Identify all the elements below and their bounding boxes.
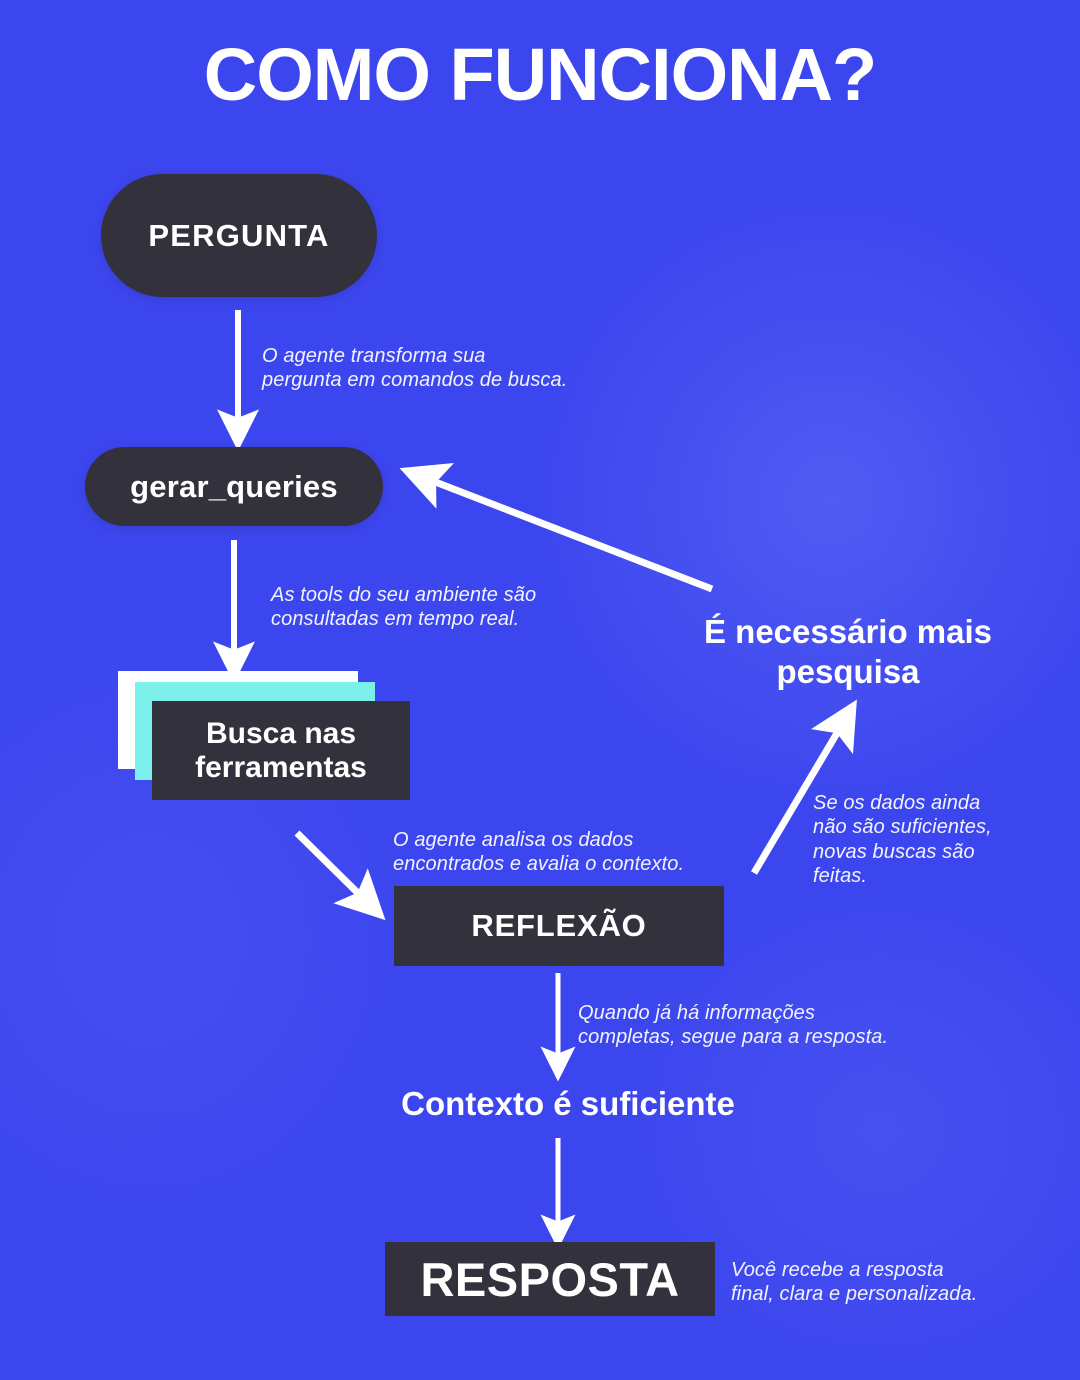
caption-agente-transforma: O agente transforma sua pergunta em coma… [262, 344, 662, 393]
node-pergunta[interactable]: PERGUNTA [101, 174, 377, 297]
label-mais-pesquisa-line1: É necessário mais [703, 613, 992, 650]
label-e-necessario-mais-pesquisa: É necessário mais pesquisa [668, 612, 1028, 691]
label-contexto-e-suficiente: Contexto é suficiente [401, 1085, 735, 1122]
caption-novas-buscas: Se os dados ainda não são suficientes, n… [813, 791, 1033, 889]
node-pergunta-label: PERGUNTA [148, 217, 330, 253]
caption-agente-analisa: O agente analisa os dados encontrados e … [393, 828, 753, 877]
arrow-feedback-to-gerar-queries [399, 462, 714, 593]
caption-busca-nova-line2: não são suficientes, [813, 816, 992, 839]
node-resposta-label: RESPOSTA [420, 1252, 680, 1306]
caption-transforma-line1: O agente transforma sua [262, 345, 486, 367]
caption-final-line1: Você recebe a resposta [731, 1259, 944, 1281]
caption-tools-line1: As tools do seu ambiente são [271, 584, 537, 606]
caption-busca-nova-line4: feitas. [813, 865, 868, 888]
node-gerar-queries[interactable]: gerar_queries [85, 447, 383, 526]
caption-transforma-line2: pergunta em comandos de busca. [262, 369, 568, 392]
node-busca-nas-ferramentas[interactable]: Busca nas ferramentas [118, 671, 410, 810]
caption-final-line2: final, clara e personalizada. [731, 1283, 978, 1306]
node-busca-label-line2: ferramentas [195, 750, 367, 784]
caption-resposta-final: Você recebe a resposta final, clara e pe… [731, 1258, 1031, 1307]
page-title: COMO FUNCIONA? [203, 33, 878, 116]
caption-analisa-line1: O agente analisa os dados [393, 829, 634, 851]
node-resposta[interactable]: RESPOSTA [385, 1242, 715, 1316]
node-reflexao[interactable]: REFLEXÃO [394, 886, 724, 966]
arrow-layer [213, 310, 857, 1250]
node-busca-label: Busca nas ferramentas [195, 717, 367, 784]
caption-informacoes-completas: Quando já há informações completas, segu… [578, 1001, 978, 1050]
caption-busca-nova-line3: novas buscas são [813, 840, 975, 863]
arrow-busca-to-reflexao [294, 830, 386, 921]
node-gerar-queries-label: gerar_queries [130, 468, 338, 504]
node-reflexao-label: REFLEXÃO [471, 908, 647, 943]
caption-tools-ambiente: As tools do seu ambiente são consultadas… [271, 583, 651, 632]
caption-analisa-line2: encontrados e avalia o contexto. [393, 853, 685, 876]
node-busca-label-line1: Busca nas [205, 716, 357, 750]
caption-completas-line2: completas, segue para a resposta. [578, 1026, 889, 1049]
stacked-card-front[interactable]: Busca nas ferramentas [152, 701, 410, 800]
arrow-reflexao-to-mais-pesquisa [750, 699, 857, 875]
caption-busca-nova-line1: Se os dados ainda [813, 792, 981, 814]
diagram-canvas: COMO FUNCIONA? PERGUNTA gerar_queries [85, 33, 1033, 1316]
caption-completas-line1: Quando já há informações [578, 1002, 815, 1024]
label-mais-pesquisa-line2: pesquisa [776, 652, 920, 690]
caption-tools-line2: consultadas em tempo real. [271, 608, 520, 631]
